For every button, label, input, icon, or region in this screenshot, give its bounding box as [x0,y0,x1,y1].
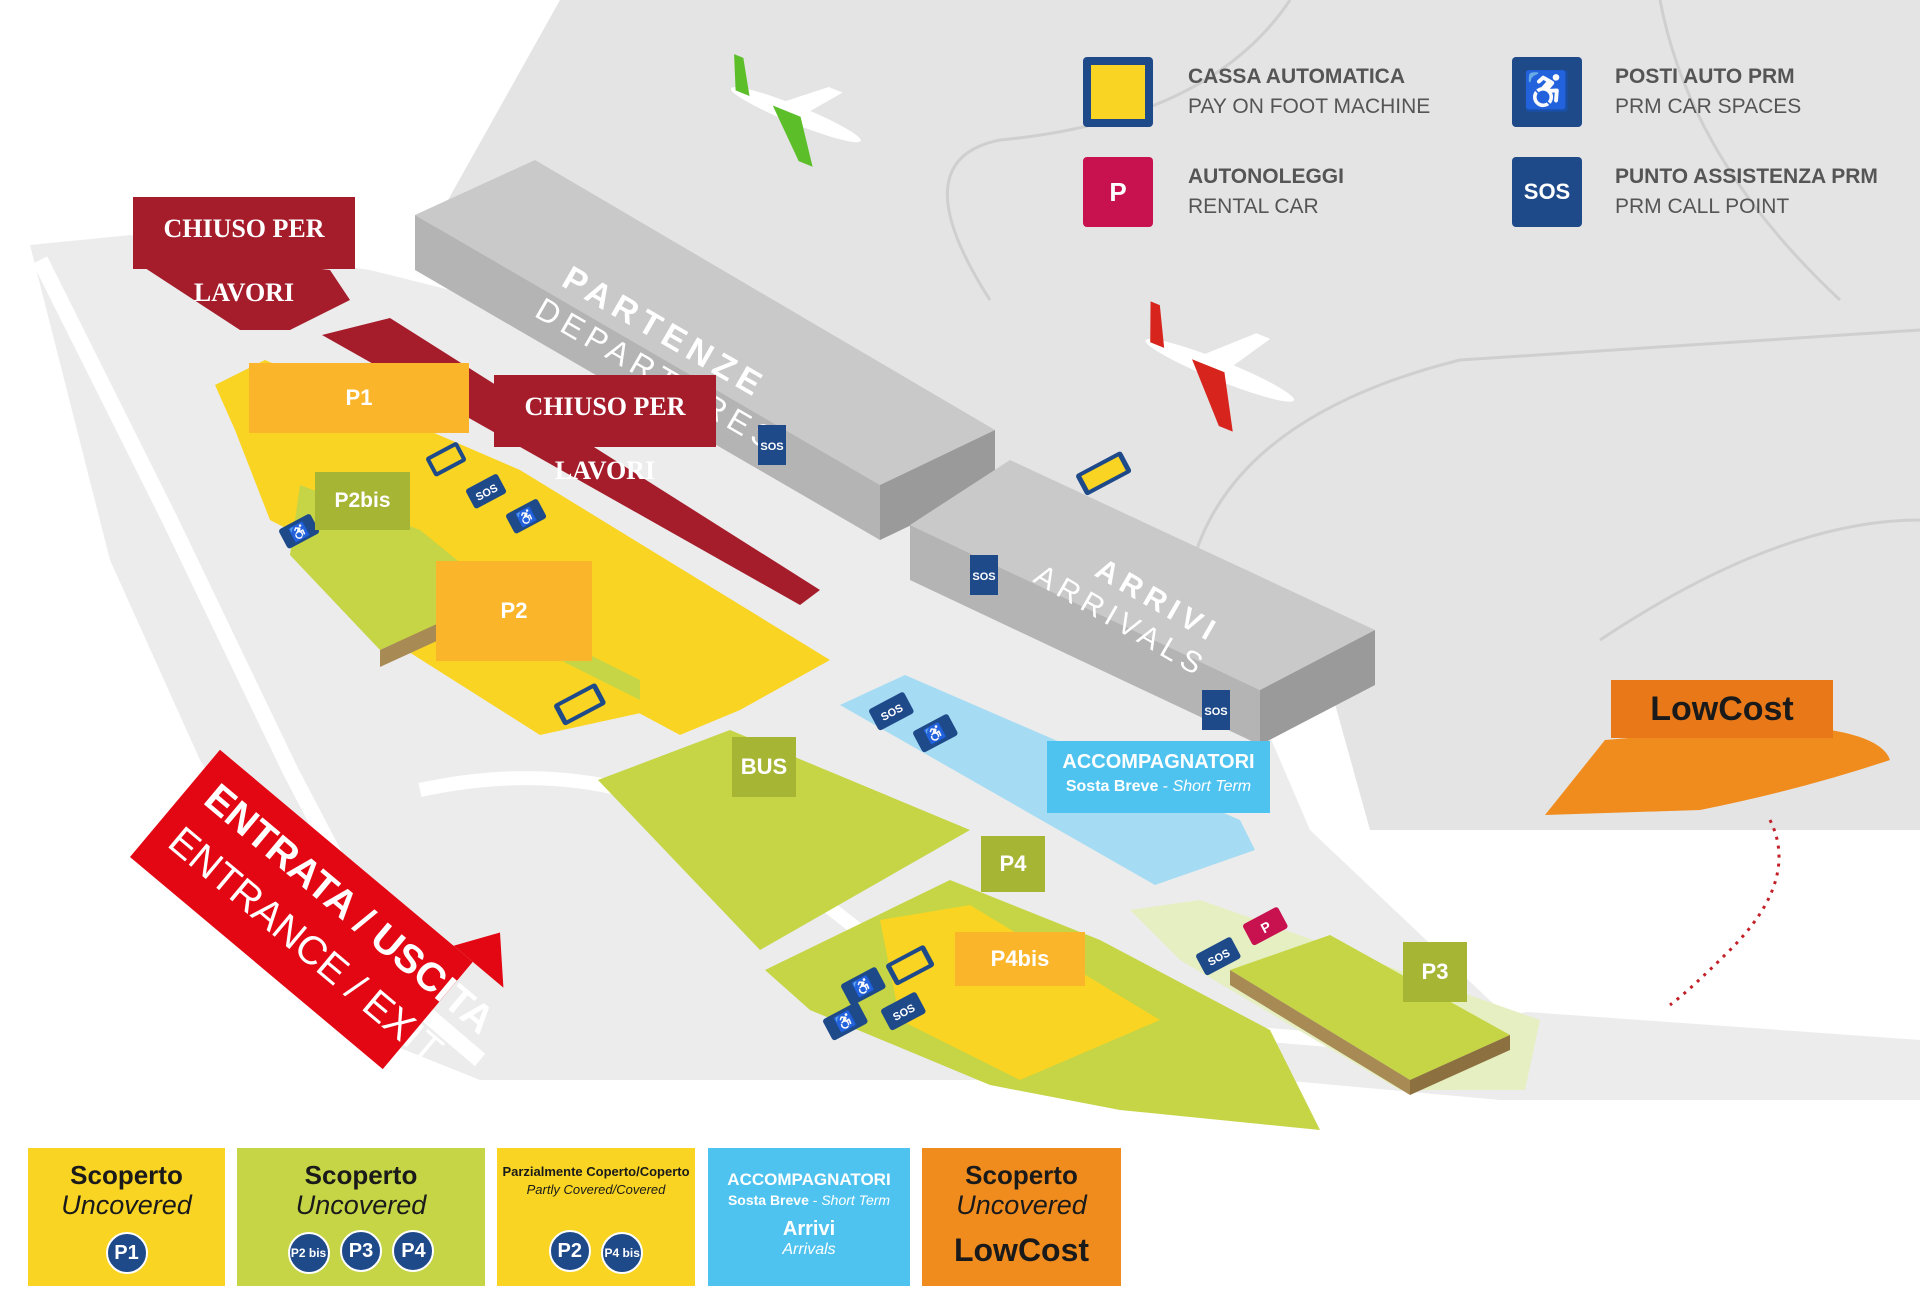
p3-side [1230,970,1410,1095]
departures-side [880,430,995,540]
p3-side-2 [1410,1035,1510,1095]
closed-area-1 [145,258,350,330]
pay-machine-icon [886,945,935,986]
p2bis-badge-icon: P2 bis [287,1232,330,1274]
pin-p4bis[interactable]: P4bis [955,932,1085,986]
pin-p4[interactable]: P4 [981,836,1045,892]
sos-icon: SOS [466,474,507,509]
legend-rental-it: AUTONOLEGGI [1188,165,1344,188]
taxiway-lines [946,0,1920,701]
legend-card-accompagnatori: ACCOMPAGNATORI Sosta Breve - Short Term … [708,1148,910,1286]
legend-extra-sub: Arrivals [782,1241,836,1258]
p4bis-area [880,905,1160,1080]
pay-machine-icon [554,683,606,726]
pay-machine-icon [1083,57,1153,127]
closed-sign-2: CHIUSO PER LAVORI [494,375,716,485]
lowcost-area [1545,725,1890,815]
legend-card-green: Scoperto Uncovered P2 bis P3 P4 [237,1148,485,1286]
wheelchair-icon: ♿ [1512,57,1582,127]
pay-machine-icon [426,442,467,477]
p2-badge-icon: P2 [548,1230,591,1272]
pin-accompagnatori[interactable]: ACCOMPAGNATORI Sosta Breve - Short Term [1047,741,1270,813]
pay-machine-icon [1076,451,1132,496]
bus-area [598,730,970,950]
top-legend: CASSA AUTOMATICA PAY ON FOOT MACHINE P A… [1083,55,1903,230]
arrivals-roof [910,460,1375,690]
sos-icon: SOS [869,692,914,731]
sos-label: SOS [1204,706,1227,718]
p3-badge-icon: P3 [340,1230,382,1272]
pin-p2[interactable]: P2 [436,561,592,661]
legend-subtitle: Sosta Breve - Short Term [727,1192,891,1208]
sos-icon: SOS [1196,937,1241,976]
legend-title: Scoperto [304,1160,418,1190]
sos-icon: SOS [1512,157,1582,227]
legend-card-lowcost: Scoperto Uncovered LowCost [922,1148,1121,1286]
legend-pay-it: CASSA AUTOMATICA [1188,65,1405,88]
legend-subtitle: Uncovered [956,1190,1087,1220]
p4bis-badge-icon: P4 bis [601,1232,644,1274]
legend-prm-en: PRM CAR SPACES [1615,95,1802,118]
sos-icon: SOS [881,992,926,1031]
pin-p1[interactable]: P1 [249,363,469,433]
departures-roof [415,160,995,485]
lowcost-brand: LowCost [953,1232,1090,1268]
p1-badge-icon: P1 [105,1232,148,1274]
legend-title: Scoperto [965,1160,1078,1190]
legend-call-it: PUNTO ASSISTENZA PRM [1615,165,1878,188]
airplane-red-icon [1145,301,1295,432]
legend-subtitle: Partly Covered/Covered [526,1182,666,1197]
rental-car-icon: P [1243,907,1288,946]
accomp-sub: Sosta Breve - Short Term [1065,778,1252,795]
p4-badge-icon: P4 [392,1230,435,1272]
access-road [32,256,486,1067]
sos-icon: SOS [1202,690,1230,730]
p3-roof [1230,935,1510,1080]
accomp-title: ACCOMPAGNATORI [1062,751,1255,773]
sos-label: SOS [760,441,783,453]
sos-label: SOS [972,571,995,583]
legend-title: Scoperto [70,1160,183,1190]
lowcost-walkway [1669,819,1781,1007]
legend-subtitle: Uncovered [295,1190,427,1220]
legend-extra: Arrivi [782,1218,836,1240]
legend-title: Parzialmente Coperto/Coperto [502,1164,690,1179]
arrivals-side [1260,630,1375,745]
legend-card-covered: Parzialmente Coperto/Coperto Partly Cove… [497,1148,695,1286]
legend-call-en: PRM CALL POINT [1615,195,1790,218]
pin-bus[interactable]: BUS [732,737,796,797]
pin-p2bis[interactable]: P2bis [315,472,410,530]
legend-rental-en: RENTAL CAR [1188,195,1319,218]
legend-subtitle: Uncovered [61,1190,192,1220]
wheelchair-icon: ♿ [841,967,886,1006]
legend-title: ACCOMPAGNATORI [727,1170,891,1189]
pin-lowcost[interactable]: LowCost [1611,680,1833,738]
rental-car-icon: P [1083,157,1153,227]
legend-prm-it: POSTI AUTO PRM [1615,65,1795,88]
legend-pay-en: PAY ON FOOT MACHINE [1188,95,1431,118]
legend-card-p1: Scoperto Uncovered P1 [28,1148,225,1286]
wheelchair-icon: ♿ [506,499,547,534]
wheelchair-icon: ♿ [913,714,958,753]
closed-sign-1: CHIUSO PER LAVORI [133,197,355,307]
landside-ground [30,235,1920,1100]
pin-p3[interactable]: P3 [1403,942,1467,1002]
sos-icon: SOS [970,555,998,595]
sos-icon: SOS [758,425,786,465]
airplane-green-icon [730,54,861,167]
